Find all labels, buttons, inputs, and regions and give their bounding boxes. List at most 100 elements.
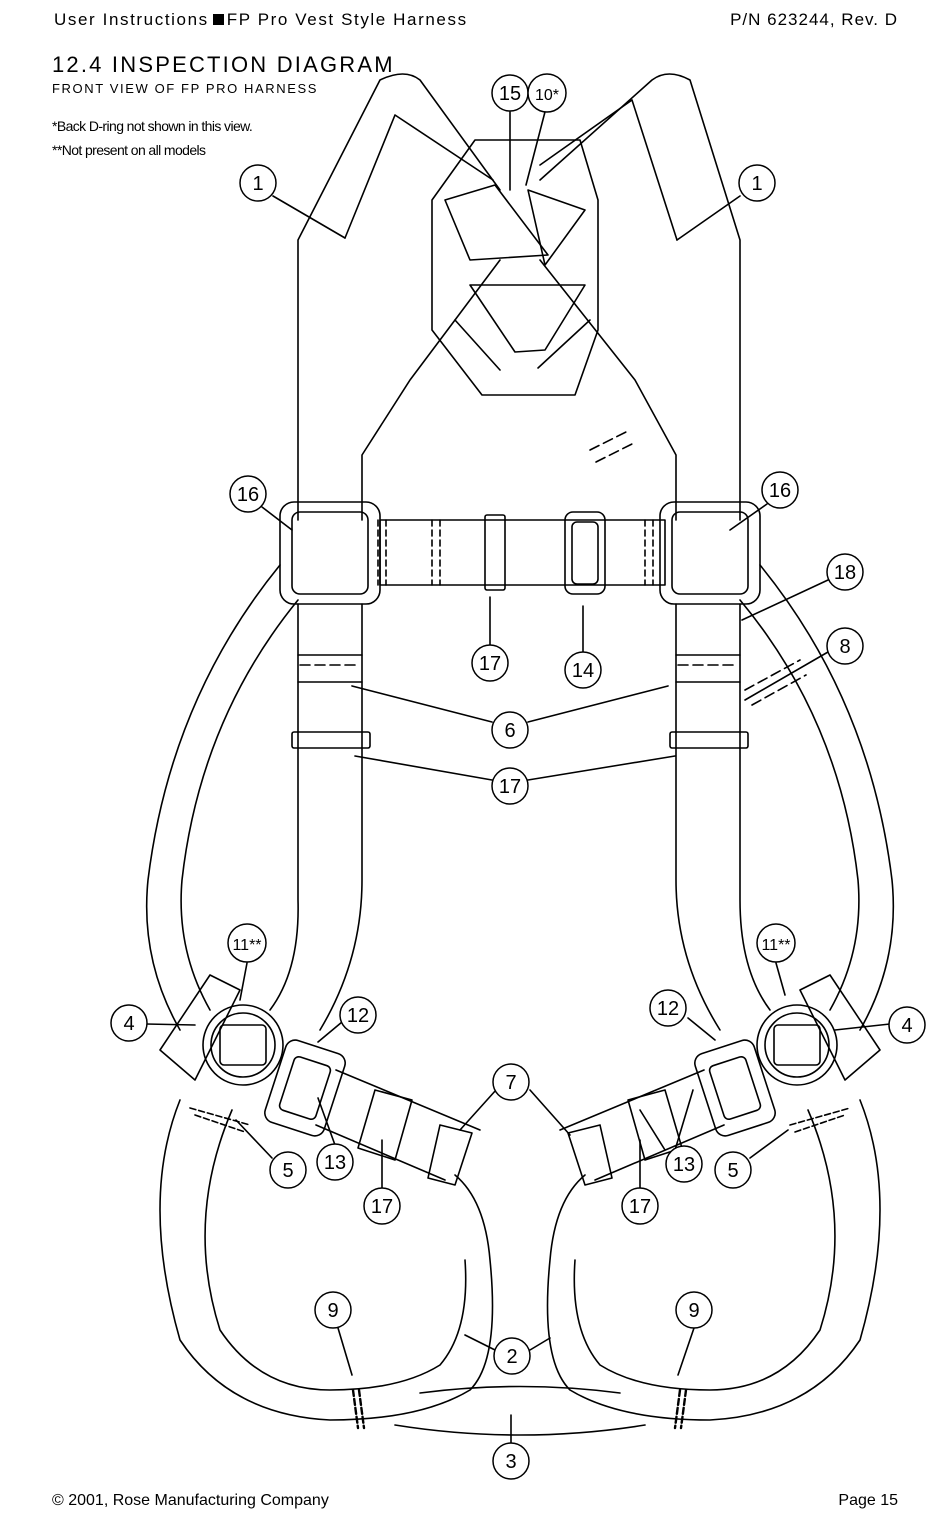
callout-2: 2 [493, 1337, 531, 1375]
callout-label: 1 [252, 173, 263, 195]
leader-4 [145, 1023, 891, 1031]
callout-15: 15 [491, 74, 529, 112]
callout-16: 16 [229, 475, 267, 513]
callout-label: 3 [505, 1451, 516, 1473]
square-bullet-icon [212, 14, 224, 25]
shoulder-adjuster-right [659, 501, 761, 605]
leader-18 [741, 579, 829, 621]
leader-17-14 [489, 596, 584, 656]
callout-label: 16 [237, 484, 259, 506]
side-d-ring-right-plate [799, 974, 881, 1081]
callout-circle [756, 923, 796, 963]
callout-label: 13 [324, 1152, 346, 1174]
callout-label: 17 [499, 776, 521, 798]
leader-15-10 [509, 107, 547, 191]
callout-3: 3 [492, 1442, 530, 1480]
callout-1: 1 [239, 164, 277, 202]
section-title: 12.4 INSPECTION DIAGRAM [52, 52, 395, 77]
callout-circle [714, 1151, 752, 1189]
leader-5 [235, 1119, 789, 1159]
callout-circle [110, 1004, 148, 1042]
callout-14: 14 [564, 651, 602, 689]
leader-12 [317, 1017, 716, 1043]
callout-label: 17 [629, 1196, 651, 1218]
callout-circle [564, 651, 602, 689]
callout-label: 6 [504, 720, 515, 742]
callout-7: 7 [492, 1063, 530, 1101]
leg-buckle-right-inner [708, 1055, 762, 1121]
torso-strap-right-outer [739, 603, 771, 1011]
shoulder-strap-left-outer [297, 73, 501, 521]
callout-label: 12 [347, 1005, 369, 1027]
back-cross-lower [469, 284, 586, 353]
callout-label: 17 [371, 1196, 393, 1218]
callout-circle [491, 711, 529, 749]
leg-buckle-left [264, 1039, 346, 1137]
leg-buckle-right [694, 1039, 776, 1137]
leader-9 [337, 1327, 695, 1376]
chest-strap-buckle [564, 511, 606, 595]
callout-circle [269, 1151, 307, 1189]
callout-label: 11** [761, 937, 790, 954]
shoulder-adjuster-left [279, 501, 381, 605]
shoulder-adjuster-right-inner [671, 511, 749, 595]
leg-strap-right [559, 1069, 725, 1181]
leader-16 [261, 503, 768, 531]
leg-buckle-left-inner [278, 1055, 332, 1121]
callout-label: 14 [572, 660, 594, 682]
header-product: FP Pro Vest Style Harness [226, 10, 468, 29]
callout-label: 11** [232, 937, 261, 954]
callout-9: 9 [314, 1291, 352, 1329]
callout-5: 5 [714, 1151, 752, 1189]
sub-pelvic-strap [394, 1385, 646, 1436]
shoulder-strap-right-outer [539, 73, 741, 521]
leader-17-leg [381, 1139, 641, 1189]
callout-label: 5 [282, 1160, 293, 1182]
leader-1 [272, 195, 741, 241]
callout-label: 4 [901, 1015, 912, 1037]
callout-17: 17 [491, 767, 529, 805]
callout-circle [649, 989, 687, 1027]
callout-label: 5 [727, 1160, 738, 1182]
callout-12: 12 [339, 996, 377, 1034]
leader-13 [317, 1089, 694, 1151]
callout-circle [314, 1291, 352, 1329]
leg-keeper-right [627, 1089, 683, 1161]
callout-label: 7 [505, 1072, 516, 1094]
shoulder-strap-right-fold [539, 99, 678, 241]
torso-strap-left-inner [319, 603, 363, 1031]
callout-label: 13 [673, 1154, 695, 1176]
callout-circle [363, 1187, 401, 1225]
callout-10s: 10* [527, 73, 567, 113]
callout-8: 8 [826, 627, 864, 665]
side-d-ring-right-buckle [773, 1024, 821, 1066]
leg-loop-stitch-bottom [351, 1388, 688, 1430]
callout-circle [738, 164, 776, 202]
callout-circle [492, 1442, 530, 1480]
callout-11ss: 11** [756, 923, 796, 963]
callout-4: 4 [888, 1006, 926, 1044]
leader-11 [239, 962, 786, 1001]
chest-strap-buckle-inner [571, 521, 599, 585]
callout-label: 2 [506, 1346, 517, 1368]
header-part-number: P/N 623244, Rev. D [730, 10, 898, 29]
torso-strap-right-inner [675, 603, 721, 1031]
callout-11ss: 11** [227, 923, 267, 963]
leg-loop-right-outer [546, 1099, 881, 1421]
callout-label: 16 [769, 480, 791, 502]
callout-label: 9 [327, 1300, 338, 1322]
callout-9: 9 [675, 1291, 713, 1329]
callout-16: 16 [761, 471, 799, 509]
callout-label: 15 [499, 83, 521, 105]
side-d-ring-left-inner [210, 1012, 276, 1078]
torso-strap-left-outer [269, 603, 299, 1011]
callout-circle [675, 1291, 713, 1329]
callout-circle [492, 1063, 530, 1101]
callout-circle [316, 1143, 354, 1181]
leg-strap-left [315, 1069, 481, 1181]
side-d-ring-left-plate [159, 974, 241, 1081]
leader-7 [459, 1089, 571, 1136]
side-strap-right-inner [739, 599, 860, 1011]
callout-5: 5 [269, 1151, 307, 1189]
